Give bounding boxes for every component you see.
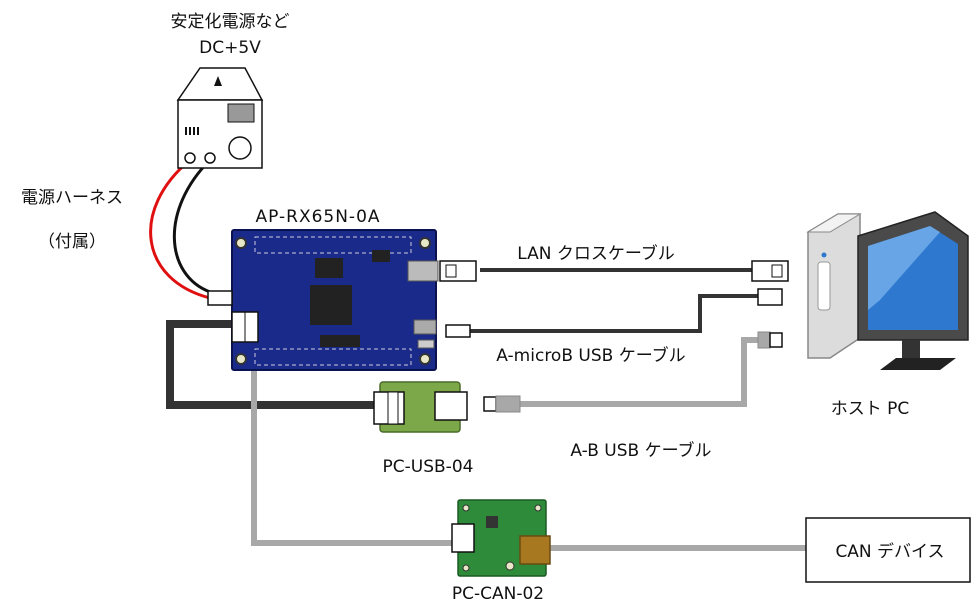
board-chip-small xyxy=(315,258,343,278)
power-arrow-icon xyxy=(214,76,222,86)
ab-cable-label: A-B USB ケーブル xyxy=(570,440,711,461)
can-connector xyxy=(519,535,551,565)
power-supply-label-1: 安定化電源など xyxy=(171,12,290,32)
board-mcu-chip xyxy=(310,285,352,325)
can-device-label: CAN デバイス xyxy=(835,541,944,562)
power-display xyxy=(227,103,255,123)
main-board xyxy=(207,229,439,371)
host-pc-label: ホスト PC xyxy=(831,399,910,419)
power-wire-black xyxy=(172,158,212,294)
harness-label-2: （付属） xyxy=(38,232,106,252)
power-knob-icon xyxy=(228,136,252,160)
board-power-connector xyxy=(207,290,233,306)
usb-module xyxy=(373,381,468,433)
lan-plug-board xyxy=(439,260,477,282)
power-wire-red xyxy=(149,158,211,300)
usb-b-plug xyxy=(483,396,497,412)
board-usb04-cable xyxy=(166,320,378,409)
microb-plug xyxy=(445,324,471,338)
pc-tower-icon xyxy=(807,213,861,359)
lan-cable-label: LAN クロスケーブル xyxy=(517,243,675,264)
host-pc xyxy=(806,211,969,370)
ab-usb-cable xyxy=(520,337,758,407)
usb-module-label: PC-USB-04 xyxy=(383,457,474,477)
power-supply xyxy=(176,67,264,169)
power-vents-icon xyxy=(185,127,199,135)
can-device: CAN デバイス xyxy=(805,517,971,583)
can-module-label: PC-CAN-02 xyxy=(452,584,544,604)
terminal-minus-icon xyxy=(204,152,216,164)
can-module xyxy=(451,499,551,577)
lan-plug-pc xyxy=(751,260,789,282)
board-label: AP-RX65N-0A xyxy=(255,207,380,227)
board-can-cable xyxy=(251,366,452,546)
harness-label-1: 電源ハーネス xyxy=(21,188,123,208)
power-supply-label-2: DC+5V xyxy=(199,38,261,58)
board-lan-port xyxy=(407,260,439,282)
usb-a-plug-1 xyxy=(757,288,783,306)
microb-cable-label: A-microB USB ケーブル xyxy=(496,345,685,366)
microb-usb-cable xyxy=(470,294,758,333)
usb-a-plug-2 xyxy=(757,331,771,349)
board-usb-port xyxy=(413,319,437,335)
terminal-plus-icon xyxy=(184,152,196,164)
